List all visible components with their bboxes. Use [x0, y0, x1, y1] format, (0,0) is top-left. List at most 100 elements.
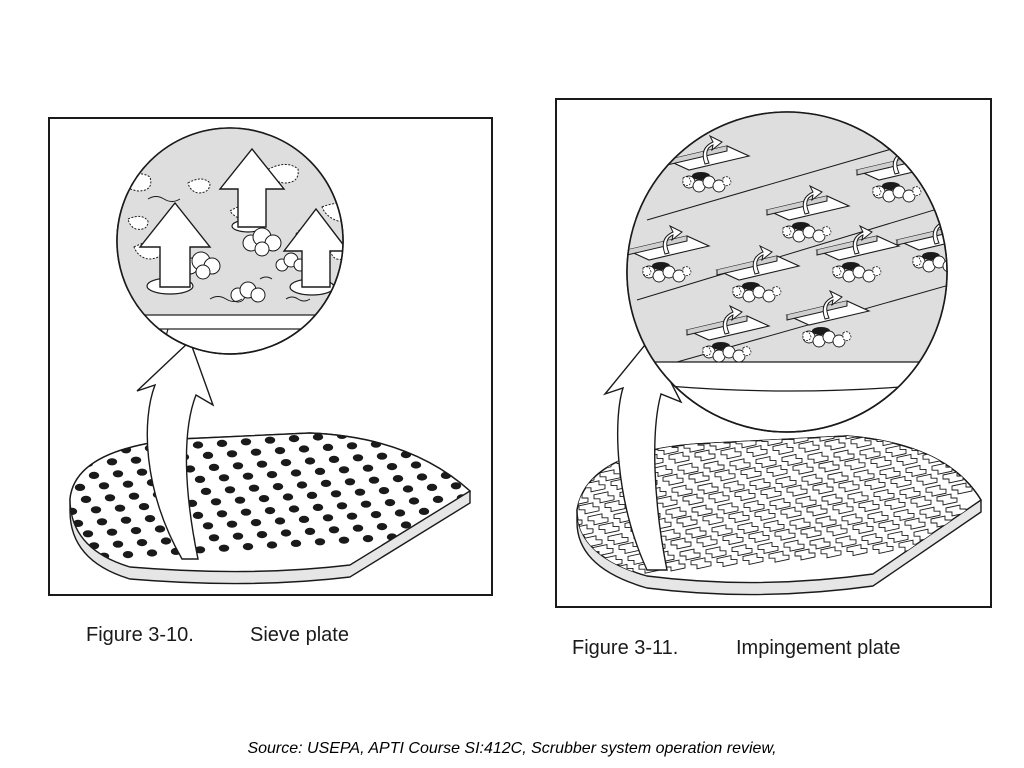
sieve-hole: [122, 480, 134, 488]
impingement-tab: [858, 500, 880, 513]
impingement-tab: [774, 528, 796, 541]
sieve-hole: [440, 471, 452, 479]
impingement-tab: [711, 524, 733, 537]
impingement-tab: [717, 502, 739, 515]
impingement-tab: [970, 417, 990, 428]
impingement-tab: [883, 413, 903, 424]
sieve-hole: [106, 458, 118, 466]
sieve-hole: [120, 516, 132, 524]
sieve-hole: [146, 549, 158, 557]
impingement-tab: [676, 515, 698, 528]
sieve-hole: [346, 442, 358, 450]
sieve-hole: [434, 530, 446, 538]
impingement-tab: [749, 478, 771, 491]
sieve-hole: [451, 412, 461, 419]
sieve-hole: [248, 484, 260, 492]
impingement-tab: [832, 502, 854, 515]
sieve-hole: [400, 451, 412, 459]
impingement-tab: [910, 495, 932, 508]
sieve-hole: [416, 473, 428, 481]
impingement-tab: [671, 484, 693, 497]
sieve-hole: [192, 441, 204, 449]
sieve-hole: [57, 497, 67, 504]
sieve-hole: [74, 483, 86, 491]
sieve-hole: [266, 541, 278, 549]
sieve-hole: [272, 483, 284, 491]
impingement-tab: [919, 506, 941, 519]
sieve-hole: [426, 483, 438, 491]
impingement-tab: [677, 462, 699, 475]
impingement-tab: [696, 535, 718, 548]
impingement-tab: [577, 460, 586, 473]
impingement-tab: [740, 467, 762, 480]
impingement-tab: [954, 436, 976, 440]
impingement-tab: [942, 471, 964, 484]
sieve-hole: [280, 529, 292, 537]
sieve-hole: [154, 525, 166, 533]
impingement-tab: [857, 415, 877, 426]
impingement-tab: [598, 522, 620, 535]
impingement-tab: [587, 513, 609, 526]
impingement-tab: [853, 469, 875, 482]
sieve-hole: [232, 462, 244, 470]
impingement-tab: [743, 500, 765, 513]
impingement-tab: [682, 493, 704, 506]
sieve-hole: [242, 543, 254, 551]
impingement-tab: [769, 497, 791, 510]
impingement-tab: [878, 519, 900, 532]
sieve-hole: [475, 410, 485, 417]
impingement-tab: [775, 475, 797, 488]
sieve-hole: [226, 520, 238, 528]
impingement-tab: [763, 519, 785, 532]
sieve-hole: [352, 454, 364, 462]
impingement-tab: [596, 436, 618, 449]
sieve-hole: [80, 495, 92, 503]
impingement-tab: [859, 447, 881, 460]
impingement-tab: [584, 480, 606, 493]
sieve-hole: [306, 491, 318, 499]
sieve-hole: [288, 435, 300, 443]
impingement-tab: [783, 539, 805, 552]
sieve-hole: [481, 422, 491, 429]
impingement-tab: [899, 486, 921, 499]
figure-3-11-number: Figure 3-11.: [572, 637, 679, 659]
impingement-tab: [700, 436, 722, 440]
sieve-hole: [457, 424, 467, 431]
sieve-hole: [90, 506, 102, 514]
impingement-tab: [818, 460, 840, 473]
sieve-hole: [250, 448, 262, 456]
impingement-tab: [798, 440, 820, 453]
sieve-plate-illustration: [50, 127, 491, 585]
sieve-hole: [258, 495, 270, 503]
sieve-hole: [144, 515, 156, 523]
impingement-tab: [557, 560, 570, 571]
impingement-tab: [944, 419, 964, 430]
impingement-tab: [578, 502, 600, 515]
sieve-hole: [50, 509, 53, 516]
sieve-hole: [70, 543, 76, 551]
impingement-tab: [800, 526, 822, 539]
sieve-hole: [264, 507, 276, 515]
impingement-tab: [821, 493, 843, 506]
sieve-plate-disc: [50, 410, 491, 585]
impingement-plate-illustration: [557, 111, 990, 596]
sieve-hole: [448, 518, 460, 526]
impingement-tab: [807, 451, 829, 464]
sieve-hole: [240, 508, 252, 516]
sieve-magnified-view: [116, 127, 344, 355]
impingement-tab: [577, 438, 592, 451]
impingement-tab: [850, 436, 872, 449]
impingement-tab: [728, 511, 750, 524]
sieve-hole: [216, 510, 228, 518]
impingement-tab: [748, 530, 770, 543]
sieve-hole: [298, 515, 310, 523]
sieve-hole: [218, 544, 230, 552]
sieve-hole: [259, 425, 269, 432]
sieve-hole: [322, 443, 334, 451]
sieve-hole: [184, 465, 196, 473]
sieve-hole: [464, 470, 470, 478]
impingement-tab: [757, 541, 779, 554]
sieve-hole: [138, 503, 150, 511]
sieve-hole: [98, 482, 110, 490]
sieve-hole: [368, 476, 380, 484]
